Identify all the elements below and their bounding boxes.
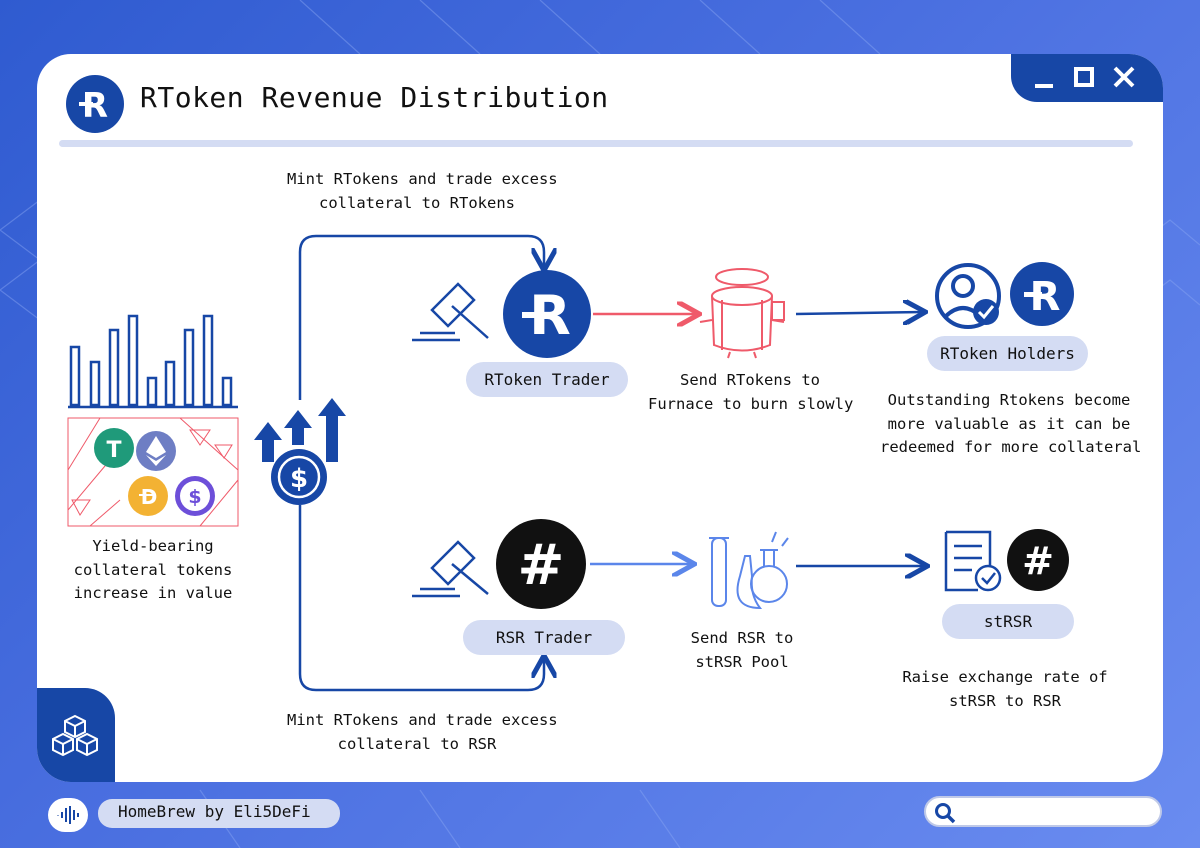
gavel-icon-top: [412, 282, 489, 342]
dai-icon: D: [128, 476, 168, 516]
close-icon[interactable]: [1109, 62, 1139, 92]
maximize-icon[interactable]: [1069, 62, 1099, 92]
collateral-box: [67, 417, 239, 527]
tether-icon: T: [94, 428, 134, 468]
rtoken-trader-label: RToken Trader: [466, 362, 628, 397]
yield-up-arrows-icon: [254, 398, 346, 462]
svg-text:$: $: [188, 486, 201, 508]
audio-wave-button[interactable]: [48, 798, 88, 832]
receipt-check-icon: [944, 530, 1002, 592]
svg-text:#: #: [518, 533, 565, 598]
rtoken-holders-label: RToken Holders: [927, 336, 1088, 371]
flask-icon: [709, 531, 789, 610]
yield-bars-icon: [68, 314, 238, 409]
blocks-icon[interactable]: [47, 712, 103, 762]
rsr-coin-icon: #: [496, 519, 586, 609]
rtoken-holder-coin-icon: R: [1010, 262, 1074, 326]
strsr-coin-icon: #: [1007, 529, 1069, 591]
usdc-icon: $: [175, 476, 215, 516]
top-branch-arrow: [298, 234, 544, 280]
to-holders-arrow: [795, 312, 923, 314]
user-check-icon: [935, 263, 1001, 329]
brand-pill: [98, 799, 340, 828]
gavel-icon-bottom: [412, 540, 489, 598]
strsr-label: stRSR: [942, 604, 1074, 639]
audio-wave-icon: [57, 806, 79, 824]
svg-text:$: $: [290, 464, 308, 494]
rsr-trader-label: RSR Trader: [463, 620, 625, 655]
minimize-icon[interactable]: [1029, 62, 1059, 92]
dollar-coin-icon: $: [271, 449, 327, 505]
svg-text:D: D: [141, 485, 158, 509]
bottom-branch-arrow: [298, 505, 544, 692]
furnace-icon: [699, 268, 785, 359]
page-title: RToken Revenue Distribution: [140, 81, 609, 114]
rtoken-coin-icon: R: [503, 270, 591, 358]
title-divider: [59, 140, 1133, 147]
svg-text:#: #: [1022, 539, 1054, 583]
ether-icon: [136, 431, 176, 471]
brand-label: HomeBrew by Eli5DeFi: [118, 802, 311, 821]
window-controls: [1011, 54, 1163, 102]
corner-tab: [37, 688, 115, 782]
search-input[interactable]: [924, 796, 1162, 827]
rtoken-logo-icon: R: [66, 75, 124, 133]
svg-text:T: T: [106, 438, 121, 463]
search-icon: [935, 803, 956, 824]
